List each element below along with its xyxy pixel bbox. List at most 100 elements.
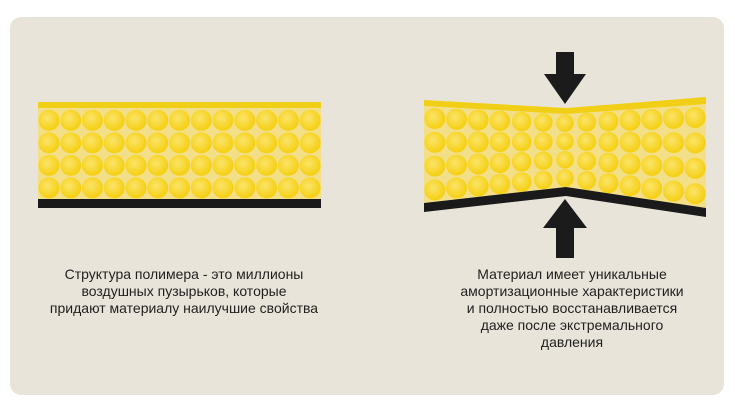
air-bubble xyxy=(684,107,706,128)
air-bubble xyxy=(467,153,489,175)
air-bubble xyxy=(103,132,125,154)
air-bubble xyxy=(234,154,256,176)
air-bubble xyxy=(190,177,212,199)
air-bubble xyxy=(467,175,489,197)
air-bubble xyxy=(103,177,125,199)
air-bubble xyxy=(641,131,663,153)
air-bubble xyxy=(234,109,256,131)
air-bubble xyxy=(467,131,489,153)
air-bubble xyxy=(619,175,641,197)
air-bubble xyxy=(147,177,169,199)
air-bubble xyxy=(125,132,147,154)
air-bubble xyxy=(212,109,234,131)
air-bubble xyxy=(598,131,619,152)
air-bubble xyxy=(446,131,467,153)
air-bubble xyxy=(60,109,82,131)
air-bubble xyxy=(446,154,467,176)
air-bubble xyxy=(511,111,532,132)
air-bubble xyxy=(619,131,641,153)
caption-line: придают материалу наилучшие свойства xyxy=(49,300,319,316)
air-bubble xyxy=(299,132,321,154)
air-bubble xyxy=(556,150,574,169)
air-bubble xyxy=(663,107,684,129)
air-bubble xyxy=(424,155,446,177)
air-bubbles-grid xyxy=(38,109,321,199)
air-bubble xyxy=(424,131,446,153)
caption-line: амортизационные характеристики xyxy=(460,283,684,299)
air-bubble xyxy=(534,113,553,132)
caption-line: даже после экстремального xyxy=(480,317,664,333)
caption-line: давления xyxy=(540,334,604,350)
air-bubble xyxy=(190,132,212,154)
air-bubble xyxy=(125,109,147,131)
air-bubble xyxy=(277,132,299,154)
top-film xyxy=(38,102,321,109)
air-bubble xyxy=(277,177,299,199)
air-bubble xyxy=(577,132,597,152)
air-bubble xyxy=(641,108,663,130)
air-bubble xyxy=(38,109,60,131)
air-bubble xyxy=(38,154,60,176)
air-bubble xyxy=(489,110,511,131)
right-caption: Материал имеет уникальные амортизационны… xyxy=(420,266,724,351)
air-bubble xyxy=(467,109,489,131)
air-bubble xyxy=(663,156,684,178)
air-bubble xyxy=(577,112,597,132)
air-bubble xyxy=(534,132,553,151)
air-bubble xyxy=(190,109,212,131)
air-bubble xyxy=(38,132,60,154)
air-bubble xyxy=(103,154,125,176)
air-bubble xyxy=(60,154,82,176)
air-bubble xyxy=(534,170,553,190)
air-bubble xyxy=(277,154,299,176)
air-bubble xyxy=(663,180,684,202)
air-bubble xyxy=(299,154,321,176)
top-film xyxy=(424,97,706,114)
left-caption: Структура полимера - это миллионы воздуш… xyxy=(14,266,354,317)
air-bubble xyxy=(446,108,467,130)
air-bubble xyxy=(619,109,641,131)
air-bubble xyxy=(598,152,619,173)
uncompressed-foam-layer xyxy=(38,102,321,208)
air-bubble xyxy=(534,151,553,170)
air-bubble xyxy=(663,132,684,154)
air-bubble xyxy=(147,132,169,154)
bottom-film xyxy=(424,187,706,217)
air-bubble xyxy=(190,154,212,176)
air-bubble xyxy=(489,131,511,152)
air-bubble xyxy=(125,154,147,176)
air-bubble xyxy=(299,177,321,199)
air-bubble xyxy=(212,132,234,154)
air-bubble xyxy=(125,177,147,199)
caption-line: воздушных пузырьков, которые xyxy=(81,283,287,299)
air-bubble xyxy=(234,132,256,154)
air-bubble xyxy=(256,154,278,176)
arrow-down-icon xyxy=(544,52,586,104)
air-bubble xyxy=(103,109,125,131)
air-bubble xyxy=(511,152,532,172)
air-bubble xyxy=(169,177,190,199)
air-bubble xyxy=(169,132,190,154)
air-bubble xyxy=(212,177,234,199)
compressed-foam-layer xyxy=(424,97,706,217)
air-bubble xyxy=(556,169,574,187)
air-bubble xyxy=(424,179,446,201)
air-bubble xyxy=(684,132,706,154)
air-bubble xyxy=(60,132,82,154)
caption-line: Материал имеет уникальные xyxy=(477,266,667,282)
air-bubble xyxy=(577,171,597,190)
air-bubble xyxy=(277,109,299,131)
air-bubble xyxy=(212,154,234,176)
air-bubble xyxy=(424,108,446,129)
air-bubble xyxy=(556,132,574,151)
air-bubble xyxy=(684,183,706,205)
air-bubble xyxy=(169,154,190,176)
air-bubble xyxy=(489,152,511,174)
arrow-up-icon xyxy=(543,199,587,258)
air-bubble xyxy=(641,177,663,199)
air-bubble xyxy=(511,131,532,152)
air-bubble xyxy=(489,173,511,195)
air-bubble xyxy=(256,177,278,199)
air-bubble xyxy=(556,114,574,132)
